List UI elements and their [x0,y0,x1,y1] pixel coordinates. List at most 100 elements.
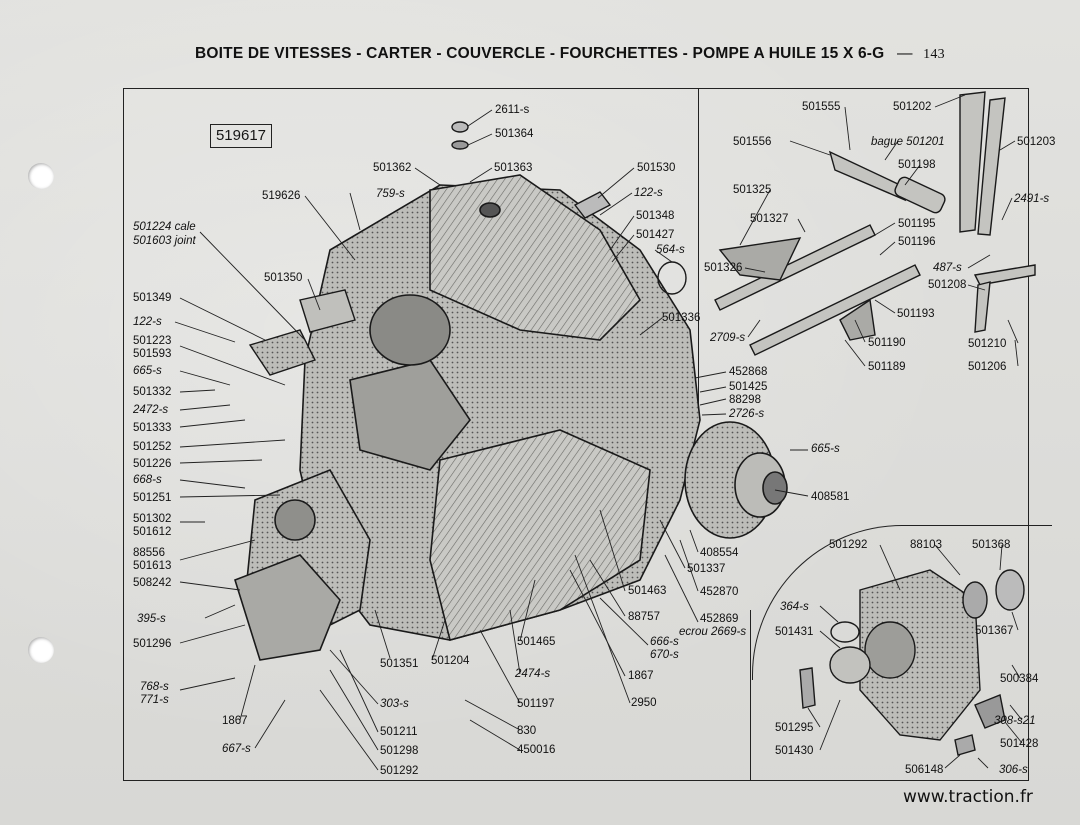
part-label: 408581 [811,491,850,503]
part-label: 501208 [928,279,967,291]
part-label: 1867 [628,670,654,682]
gearbox-housing [234,174,701,661]
part-label: 501193 [897,308,935,320]
section-divider-fork [698,88,699,418]
part-label: 501223 [133,335,172,347]
part-label: 306-s [999,764,1028,776]
part-label: 408554 [700,547,739,559]
part-label: 670-s [650,649,679,661]
part-label: 519626 [262,190,301,202]
part-label: 501203 [1017,136,1056,148]
page-header: BOITE DE VITESSES - CARTER - COUVERCLE -… [195,45,1015,71]
part-label: 501349 [133,292,172,304]
part-label: 501302 [133,513,172,525]
part-label: 501295 [775,722,814,734]
part-label: 501337 [687,563,726,575]
binder-hole-top [28,163,54,189]
part-label: 501224 cale [133,221,196,233]
part-label: 88556 [133,547,165,559]
part-label: 501350 [264,272,303,284]
part-label: 501431 [775,626,814,638]
part-label: 501226 [133,458,172,470]
part-label: 88298 [729,394,761,406]
part-label: 501603 joint [133,235,196,247]
part-label: 501325 [733,184,772,196]
part-label: 564-s [656,244,685,256]
part-label: 667-s [222,743,251,755]
part-label: 501593 [133,348,172,360]
part-label: 501463 [628,585,667,597]
part-label: 501189 [868,361,906,373]
part-label: 501556 [733,136,772,148]
part-label: 2950 [631,697,657,709]
part-label: 501197 [517,698,555,710]
part-label: 501252 [133,441,172,453]
part-label: 2726-s [729,408,765,420]
part-label: 122-s [133,316,162,328]
part-label: 501428 [1000,738,1039,750]
part-label: 501530 [637,162,676,174]
part-label: 452869 [700,613,739,625]
part-label: 771-s [140,694,169,706]
part-label: 665-s [811,443,840,455]
page-number: 143 [923,47,945,62]
header-dash: — [896,45,913,62]
part-label: 487-s [933,262,962,274]
part-label: 500384 [1000,673,1039,685]
reference-number-box: 519617 [210,124,272,148]
part-label: 501196 [898,236,936,248]
part-label: 501613 [133,560,172,572]
top-cover [248,121,687,376]
part-label: 501348 [636,210,675,222]
part-label: 2491-s [1014,193,1050,205]
part-label: 452870 [700,586,739,598]
watermark-url: www.traction.fr [903,787,1033,807]
part-label: 501363 [494,162,533,174]
part-label: 666-s [650,636,679,648]
part-label: 501210 [968,338,1007,350]
part-label: 501190 [868,337,906,349]
part-label: 501368 [972,539,1011,551]
part-label: 501367 [975,625,1014,637]
part-label: 501336 [662,312,701,324]
part-label: 364-s [780,601,809,613]
part-label: bague 501201 [871,136,945,148]
part-label: 501612 [133,526,172,538]
part-label: 501327 [750,213,789,225]
part-label: 501298 [380,745,419,757]
part-label: 2472-s [133,404,169,416]
part-label: 450016 [517,744,556,756]
binder-hole-bottom [28,637,54,663]
part-label: 501364 [495,128,534,140]
part-label: 501425 [729,381,768,393]
part-label: 2611-s [495,104,530,116]
part-label: 501195 [898,218,936,230]
part-label: 303-s [380,698,409,710]
part-label: 88757 [628,611,660,623]
part-label: 501351 [380,658,419,670]
part-label: 759-s [376,188,405,200]
part-label: 501427 [636,229,675,241]
part-label: ecrou 2669-s [679,626,747,638]
part-label: 501206 [968,361,1007,373]
diagram-frame [123,88,1029,781]
part-label: 122-s [634,187,663,199]
selector-forks [714,91,1036,356]
part-label: 501465 [517,636,556,648]
part-label: 308-s21 [994,715,1036,727]
part-label: 88103 [910,539,942,551]
part-label: 830 [517,725,537,737]
part-label: 2474-s [515,668,551,680]
part-label: 501362 [373,162,412,174]
part-label: 501292 [829,539,868,551]
part-label: 501211 [380,726,418,738]
part-label: 501332 [133,386,172,398]
part-label: 506148 [905,764,944,776]
part-label: 501333 [133,422,172,434]
part-label: 501292 [380,765,419,777]
leader-lines [174,94,1023,771]
part-label: 668-s [133,474,162,486]
part-label: 501326 [704,262,743,274]
oil-pump [799,569,1025,756]
part-label: 665-s [133,365,162,377]
